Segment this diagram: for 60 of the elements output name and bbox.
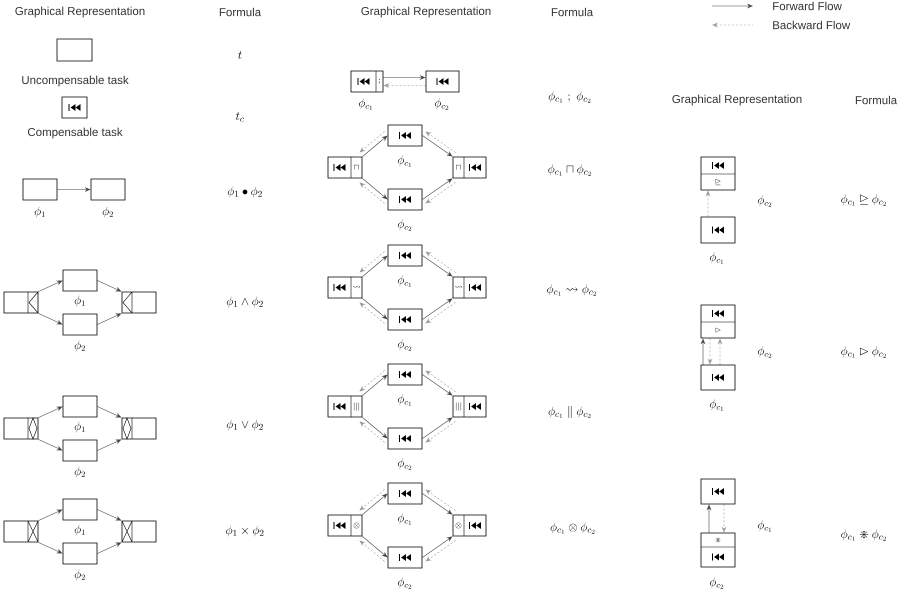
column-header: Graphical Representation — [672, 94, 802, 106]
column-header: Graphical Representation — [15, 6, 144, 18]
task-label: $\phi_{c_1}$ — [398, 275, 412, 287]
task-label: $\phi_{c_2}$ — [758, 346, 772, 358]
task-box: $\otimes$ — [452, 514, 486, 536]
task-label: $\phi_1$ — [74, 296, 85, 306]
task-label: $\phi_{c_1}$ — [710, 399, 724, 411]
task-box: $|||$ — [452, 396, 486, 418]
task-box: $\unrhd$ — [700, 156, 736, 190]
formula: $t$ — [238, 51, 242, 59]
formula: $\phi_1 \wedge \phi_2$ — [226, 296, 263, 308]
task-box: $\leadsto$ — [328, 276, 362, 298]
task-label: $\phi_{c_2}$ — [398, 577, 412, 589]
task-label: $\phi_{c_2}$ — [398, 339, 412, 351]
task-label: $\phi_{c_2}$ — [398, 458, 412, 470]
formula: $t_c$ — [236, 112, 244, 122]
task-box: $\otimes$ — [328, 514, 362, 536]
task-box: $\leadsto$ — [452, 276, 486, 298]
task-box: $\rhd$ — [700, 304, 736, 338]
formula: $\phi_{c_1}\ ;\ \phi_{c_2}$ — [548, 91, 590, 103]
task-box: $;$ — [350, 70, 384, 92]
task-label: $\phi_2$ — [74, 340, 85, 352]
task-box: $\sqcap$ — [452, 156, 486, 178]
task-label: $\phi_{c_2}$ — [434, 98, 448, 110]
task-box: $|||$ — [328, 396, 362, 418]
task-label: $\phi_{c_1}$ — [398, 513, 412, 525]
column-header: Graphical Representation — [361, 6, 490, 18]
legend-label: Forward Flow — [773, 2, 842, 10]
task-label: $\phi_1$ — [74, 524, 85, 536]
formula: $\phi_1 \times \phi_2$ — [226, 526, 264, 536]
formula: $\phi_{c_1} \rhd \phi_{c_2}$ — [841, 346, 886, 358]
formula: $\phi_1 \vee \phi_2$ — [226, 420, 263, 430]
task-label: $\phi_{c_1}$ — [398, 155, 412, 167]
formula: $\phi_{c_1} \leadsto \phi_{c_2}$ — [547, 284, 596, 296]
formula: $\phi_{c_1} \divideontimes \phi_{c_2}$ — [841, 529, 886, 541]
formula: $\phi_{c_1} \sqcap \phi_{c_2}$ — [548, 164, 591, 176]
task-label: $\phi_2$ — [102, 206, 113, 218]
task-box: $\divideontimes$ — [700, 532, 736, 568]
task-box: $\sqcap$ — [328, 156, 362, 178]
task-label: $\phi_2$ — [74, 570, 85, 580]
task-label: $\phi_{c_2}$ — [758, 195, 772, 207]
legend-label: Backward Flow — [773, 20, 850, 30]
task-label: $\phi_1$ — [74, 422, 85, 432]
task-label: $\phi_{c_2}$ — [398, 219, 412, 231]
task-label: $\phi_{c_1}$ — [398, 394, 412, 406]
task-label: $\phi_{c_1}$ — [758, 520, 772, 532]
formula: $\phi_{c_1} \otimes \phi_{c_2}$ — [550, 522, 595, 534]
task-caption: Uncompensable task — [22, 76, 129, 86]
task-caption: Compensable task — [28, 128, 123, 138]
formula: $\phi_{c_1} \parallel \phi_{c_2}$ — [548, 406, 591, 418]
formula: $\phi_{c_1} \unrhd \phi_{c_2}$ — [841, 194, 886, 206]
task-label: $\phi_{c_2}$ — [710, 577, 724, 589]
task-label: $\phi_{c_1}$ — [710, 252, 724, 264]
column-header: Formula — [552, 8, 594, 16]
task-label: $\phi_1$ — [34, 206, 45, 218]
column-header: Formula — [856, 96, 898, 104]
formula: $\phi_1 \bullet \phi_2$ — [228, 186, 262, 198]
task-label: $\phi_{c_1}$ — [358, 98, 372, 110]
task-label: $\phi_2$ — [74, 466, 85, 478]
column-header: Formula — [220, 8, 262, 16]
